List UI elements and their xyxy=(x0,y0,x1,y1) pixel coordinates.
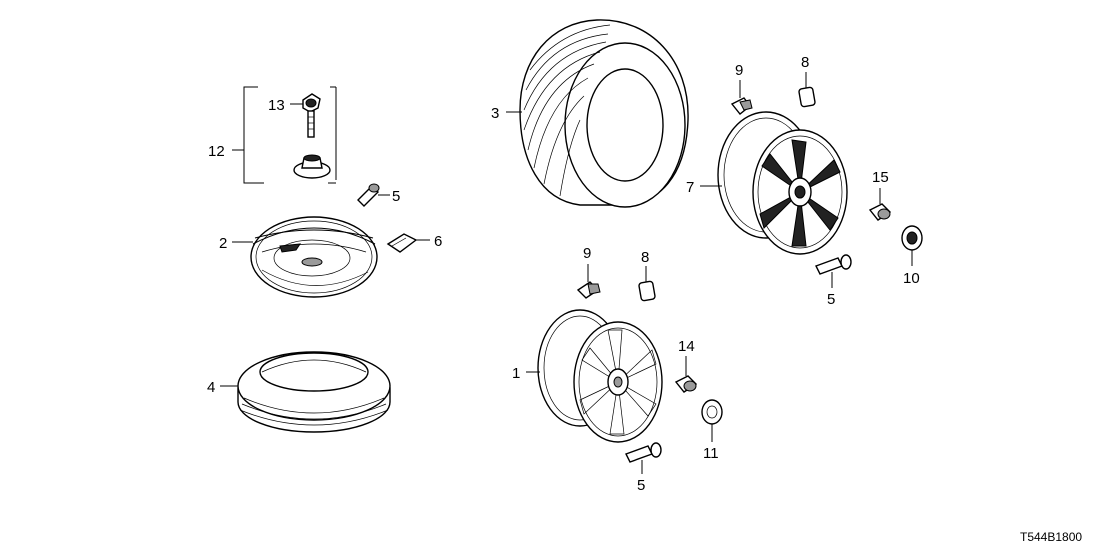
valve-stem-right-icon xyxy=(815,254,852,288)
callout-6: 6 xyxy=(434,233,442,250)
alloy-wheel-7-icon xyxy=(700,111,848,255)
lug-nut-15-icon xyxy=(868,188,892,221)
center-cap-10-icon xyxy=(901,225,923,266)
wheel-weight-c-icon xyxy=(576,264,601,299)
callout-9-lower: 9 xyxy=(583,245,591,262)
callout-8-top: 8 xyxy=(801,54,809,71)
spare-tire-icon xyxy=(220,351,391,433)
tire-icon xyxy=(506,19,689,208)
callout-2: 2 xyxy=(219,235,227,252)
callout-10: 10 xyxy=(903,270,920,287)
alloy-wheel-1-icon xyxy=(526,309,663,443)
valve-stem-lower-icon xyxy=(625,442,662,474)
wheel-weight-d-icon xyxy=(638,266,656,302)
callout-14: 14 xyxy=(678,338,695,355)
callout-8-lower: 8 xyxy=(641,249,649,266)
callout-7: 7 xyxy=(686,179,694,196)
center-cap-11-icon xyxy=(701,399,723,442)
wheel-weight-b-icon xyxy=(798,72,816,108)
wheel-weight-a-icon xyxy=(730,80,753,115)
spare-nut-icon xyxy=(293,154,331,179)
callout-15: 15 xyxy=(872,169,889,186)
callout-11: 11 xyxy=(703,445,719,462)
lug-nut-14-icon xyxy=(674,356,698,393)
spare-bolt-icon xyxy=(290,93,321,138)
callout-5-right: 5 xyxy=(827,291,835,308)
callout-4: 4 xyxy=(207,379,215,396)
callout-3: 3 xyxy=(491,105,499,122)
diagram-code: T544B1800 xyxy=(1020,530,1082,544)
callout-13: 13 xyxy=(268,97,285,114)
callout-9-top: 9 xyxy=(735,62,743,79)
callout-5-top: 5 xyxy=(392,188,400,205)
kit-bracket xyxy=(232,86,337,184)
callout-1: 1 xyxy=(512,365,520,382)
valve-stem-icon xyxy=(357,183,390,207)
callout-5-lower: 5 xyxy=(637,477,645,494)
callout-12: 12 xyxy=(208,143,225,160)
steel-wheel-icon xyxy=(232,216,378,298)
balance-weight-icon xyxy=(386,233,430,253)
